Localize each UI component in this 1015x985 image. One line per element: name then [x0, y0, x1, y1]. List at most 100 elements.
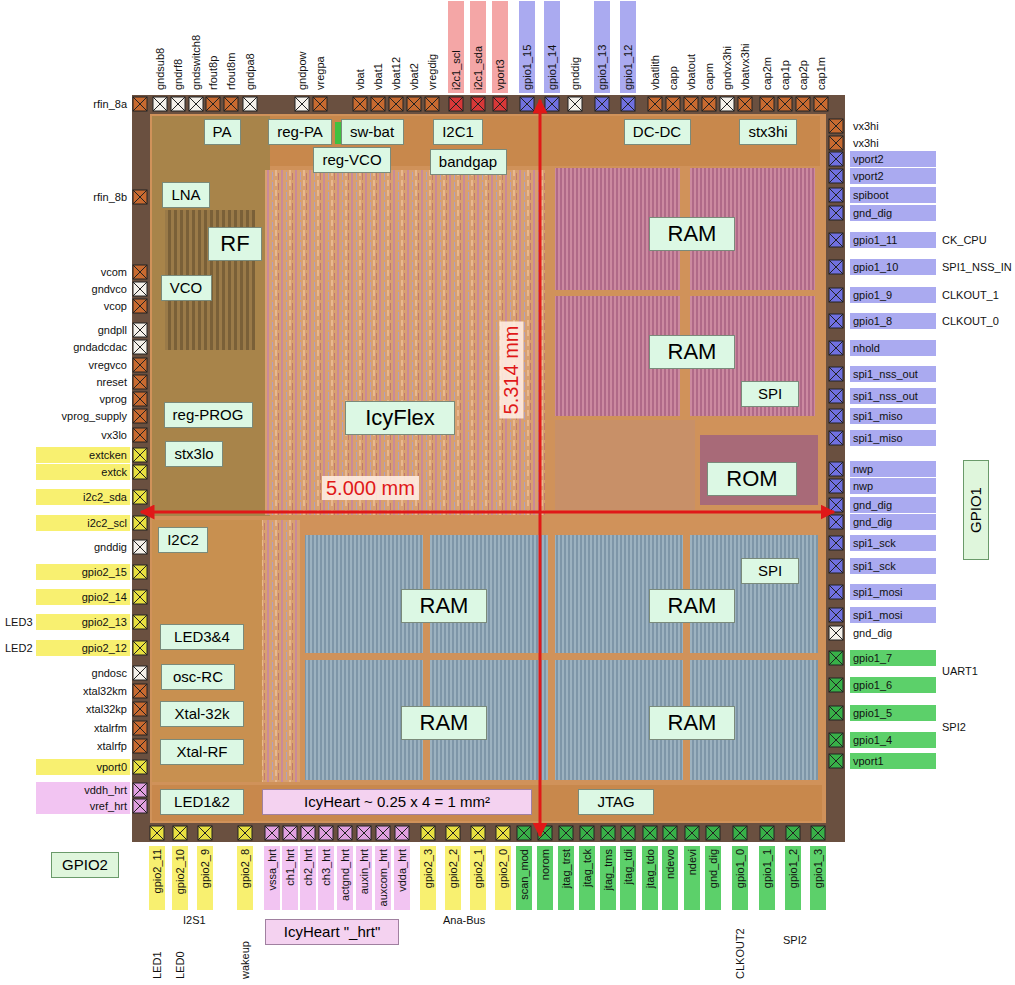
- signal-label: LED3: [2, 614, 36, 630]
- bond-pad: [133, 323, 147, 337]
- bond-pad: [733, 826, 747, 840]
- bond-pad: [295, 97, 309, 111]
- pin-name: vprog: [96, 391, 130, 407]
- pin-name: vbat2: [406, 60, 422, 93]
- block-name: reg-PA: [277, 123, 323, 141]
- bond-pad: [133, 641, 147, 655]
- pin-name: vbat12: [388, 54, 404, 93]
- block-name: reg-VCO: [322, 151, 381, 169]
- block-name: sw-bat: [350, 123, 394, 141]
- block-name: LED1&2: [174, 793, 230, 811]
- block-name: LNA: [171, 186, 200, 204]
- pin-name: gpio2_15: [36, 564, 130, 580]
- block-label: stx3hi: [739, 119, 797, 145]
- bond-pad: [829, 678, 843, 692]
- pin-name: vbatout: [683, 51, 699, 93]
- pin-name: gpio1_9: [850, 287, 936, 303]
- bond-pad: [568, 97, 582, 111]
- group-label: IcyHeart "_hrt": [265, 919, 399, 945]
- pin-name: gnd_dig: [850, 497, 936, 513]
- pin-name: gpio1_13: [594, 1, 610, 93]
- bond-pad: [829, 188, 843, 202]
- block-name: IcyFlex: [365, 405, 435, 431]
- signal-label: SPI2: [939, 719, 969, 735]
- bond-pad: [238, 826, 252, 840]
- pin-name: rfout8m: [223, 50, 239, 93]
- pin-name: gndvco: [88, 281, 130, 297]
- bond-pad: [425, 97, 439, 111]
- pin-name: ndevo: [662, 846, 678, 910]
- pin-name: gndsub8: [152, 45, 168, 93]
- bond-pad: [829, 206, 843, 220]
- block-name: RAM: [668, 593, 717, 619]
- block-label: RAM: [649, 217, 735, 251]
- bond-pad: [829, 389, 843, 403]
- bond-pad: [150, 826, 164, 840]
- pin-name: rfin_8b: [90, 189, 130, 205]
- pin-name: vx3hi: [850, 118, 882, 134]
- pin-name: gpio2_2: [445, 846, 461, 910]
- block-name: RAM: [668, 339, 717, 365]
- bond-pad: [206, 97, 220, 111]
- signal-label: LED2: [2, 640, 36, 656]
- block-label: I2C2: [158, 527, 208, 553]
- pin-name: vddh_hrt: [36, 782, 130, 798]
- bond-pad: [738, 97, 752, 111]
- pin-name: vx3hi: [850, 135, 882, 151]
- pin-name: i2c2_sda: [36, 489, 130, 505]
- bond-pad: [829, 498, 843, 512]
- pin-name: capp: [665, 63, 681, 93]
- block-name: SPI: [758, 385, 782, 403]
- bond-pad: [517, 826, 531, 840]
- bond-pad: [829, 152, 843, 166]
- pin-name: gnddig: [90, 539, 130, 555]
- block-name: DC-DC: [633, 123, 681, 141]
- bond-pad: [133, 358, 147, 372]
- block-label: RF: [208, 227, 262, 261]
- block-name: reg-PROG: [173, 406, 244, 424]
- pin-name: vregdig: [424, 51, 440, 93]
- bond-pad: [133, 490, 147, 504]
- block-name: RAM: [420, 593, 469, 619]
- pin-name: vcom: [97, 264, 130, 280]
- group-label: GPIO2: [51, 852, 119, 878]
- bond-pad: [760, 97, 774, 111]
- pin-name: rfin_8a: [90, 96, 130, 112]
- bond-pad: [829, 409, 843, 423]
- bond-pad: [796, 97, 810, 111]
- pin-name: nhold: [850, 340, 936, 356]
- signal-label: CLKOUT2: [732, 925, 748, 982]
- pin-name: gpio1_10: [850, 259, 936, 275]
- pin-name: jtag_tdi: [620, 846, 636, 910]
- bond-pad: [133, 702, 147, 716]
- bond-pad: [545, 97, 559, 111]
- pin-name: gpio2_11: [149, 846, 165, 910]
- bond-pad: [133, 565, 147, 579]
- bond-pad: [224, 97, 238, 111]
- block-label: osc-RC: [161, 664, 235, 690]
- pin-name: gpio1_7: [850, 650, 936, 666]
- bond-pad: [648, 97, 662, 111]
- pin-name: gpio1_11: [850, 232, 936, 248]
- pin-name: ndevi: [684, 846, 700, 910]
- pin-name: spi1_mosi: [850, 607, 936, 623]
- block-name: osc-RC: [173, 668, 223, 686]
- block-name: IcyHeart "_hrt": [284, 923, 381, 941]
- pin-name: spi1_sck: [850, 535, 936, 551]
- bond-pad: [173, 826, 187, 840]
- pin-name: vdda_hrt: [394, 846, 410, 910]
- bond-pad: [829, 288, 843, 302]
- block-label: RAM: [401, 589, 487, 623]
- pin-name: actgnd_hrt: [337, 846, 353, 910]
- block-label: reg-PROG: [164, 402, 253, 428]
- pin-name: extcken: [36, 447, 130, 463]
- bond-pad: [133, 465, 147, 479]
- pin-name: vx3lo: [98, 427, 130, 443]
- bond-pad: [814, 97, 828, 111]
- block-label: LED3&4: [160, 624, 244, 650]
- bond-pad: [153, 97, 167, 111]
- bond-pad: [133, 783, 147, 797]
- bond-pad: [198, 826, 212, 840]
- signal-label: UART1: [939, 663, 981, 679]
